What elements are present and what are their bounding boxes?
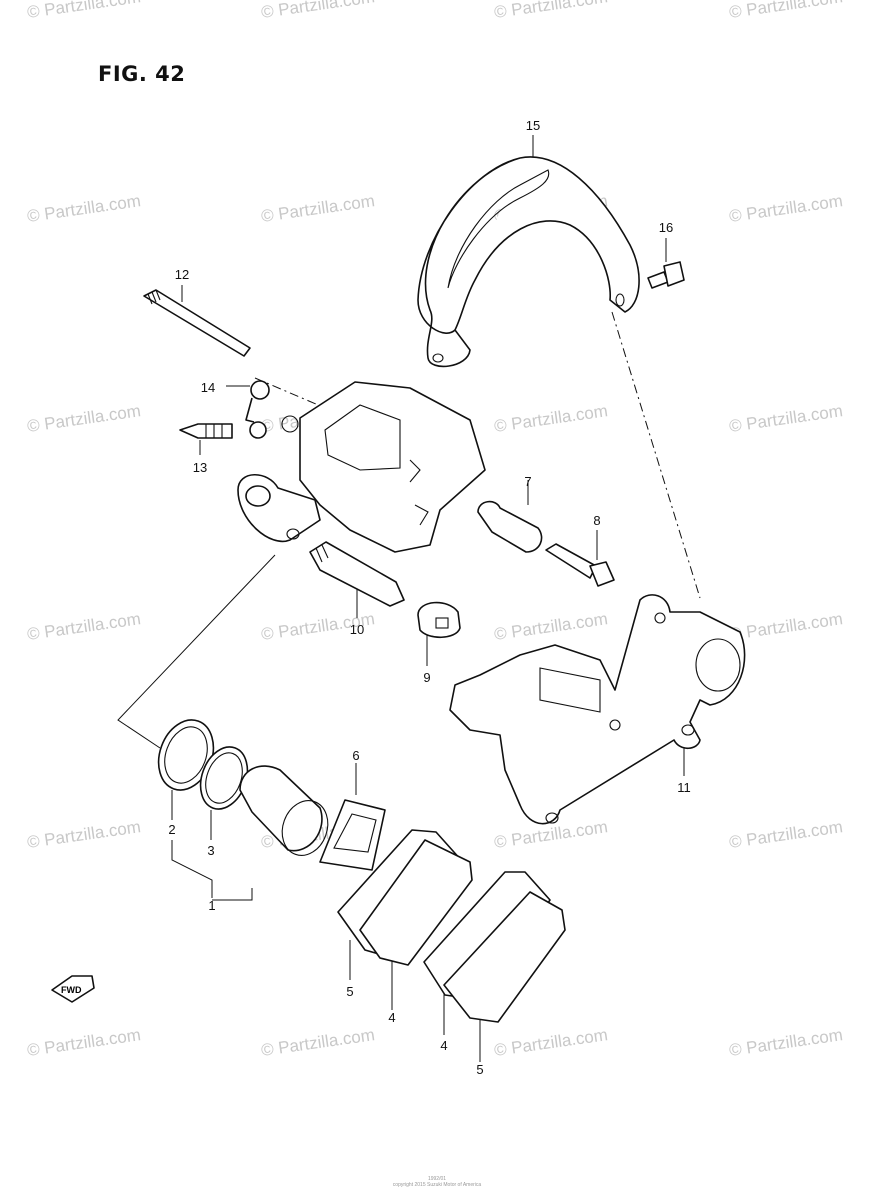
part-10-slide-pin <box>309 541 405 607</box>
caliper-body <box>237 381 486 553</box>
callout-15: 15 <box>526 118 540 133</box>
figure-title: FIG. 42 <box>98 62 186 86</box>
brake-pad-set-front <box>337 829 473 966</box>
callout-16: 16 <box>659 220 673 235</box>
part-12-pin <box>143 289 251 357</box>
watermark: © Partzilla.com <box>728 609 844 644</box>
watermark: © Partzilla.com <box>26 0 142 22</box>
fwd-arrow: FWD <box>51 975 95 1003</box>
watermark: © Partzilla.com <box>493 1025 609 1060</box>
watermark: © Partzilla.com <box>260 1025 376 1060</box>
watermark: © Partzilla.com <box>728 191 844 226</box>
watermark: © Partzilla.com <box>728 817 844 852</box>
callout-14: 14 <box>201 380 215 395</box>
part-14-cap <box>245 380 270 439</box>
part-1-piston <box>239 765 329 856</box>
watermark: © Partzilla.com <box>26 191 142 226</box>
callout-7: 7 <box>524 474 531 489</box>
callout-3: 3 <box>207 843 214 858</box>
part-16-bolt <box>647 261 685 289</box>
callout-10: 10 <box>350 622 364 637</box>
callout-5: 5 <box>346 984 353 999</box>
watermark: © Partzilla.com <box>728 0 844 22</box>
footer: 1992/01 copyright 2015 Suzuki Motor of A… <box>0 1176 874 1188</box>
callout-4: 4 <box>388 1010 395 1025</box>
callout-4: 4 <box>440 1038 447 1053</box>
callout-9: 9 <box>423 670 430 685</box>
callout-12: 12 <box>175 267 189 282</box>
part-8-bolt <box>545 543 615 587</box>
leader-lines <box>117 135 685 1062</box>
callout-1: 1 <box>208 898 215 913</box>
watermark: © Partzilla.com <box>260 191 376 226</box>
watermark: © Partzilla.com <box>493 401 609 436</box>
watermark: © Partzilla.com <box>26 1025 142 1060</box>
callout-11: 11 <box>677 780 691 795</box>
footer-line1: 1992/01 <box>427 1176 447 1182</box>
watermark: © Partzilla.com <box>728 401 844 436</box>
callout-2: 2 <box>168 822 175 837</box>
callout-8: 8 <box>593 513 600 528</box>
part-6-shim <box>319 799 386 871</box>
watermark: © Partzilla.com <box>260 0 376 22</box>
watermark: © Partzilla.com <box>26 817 142 852</box>
part-15-guard <box>417 156 640 368</box>
watermark: © Partzilla.com <box>493 609 609 644</box>
part-9-boot <box>417 601 461 639</box>
footer-line2: copyright 2015 Suzuki Motor of America <box>392 1182 482 1188</box>
watermark: © Partzilla.com <box>26 401 142 436</box>
part-7-sleeve <box>477 500 543 553</box>
fwd-arrow-label: FWD <box>61 985 82 995</box>
watermark: © Partzilla.com <box>493 0 609 22</box>
part-11-bracket <box>449 594 746 825</box>
callout-6: 6 <box>352 748 359 763</box>
part-2-seal <box>157 719 215 791</box>
watermark: © Partzilla.com <box>26 609 142 644</box>
brake-pad-set-rear <box>423 871 566 1023</box>
part-13-bleeder <box>179 423 233 439</box>
callout-13: 13 <box>193 460 207 475</box>
watermark: © Partzilla.com <box>728 1025 844 1060</box>
callout-5: 5 <box>476 1062 483 1077</box>
